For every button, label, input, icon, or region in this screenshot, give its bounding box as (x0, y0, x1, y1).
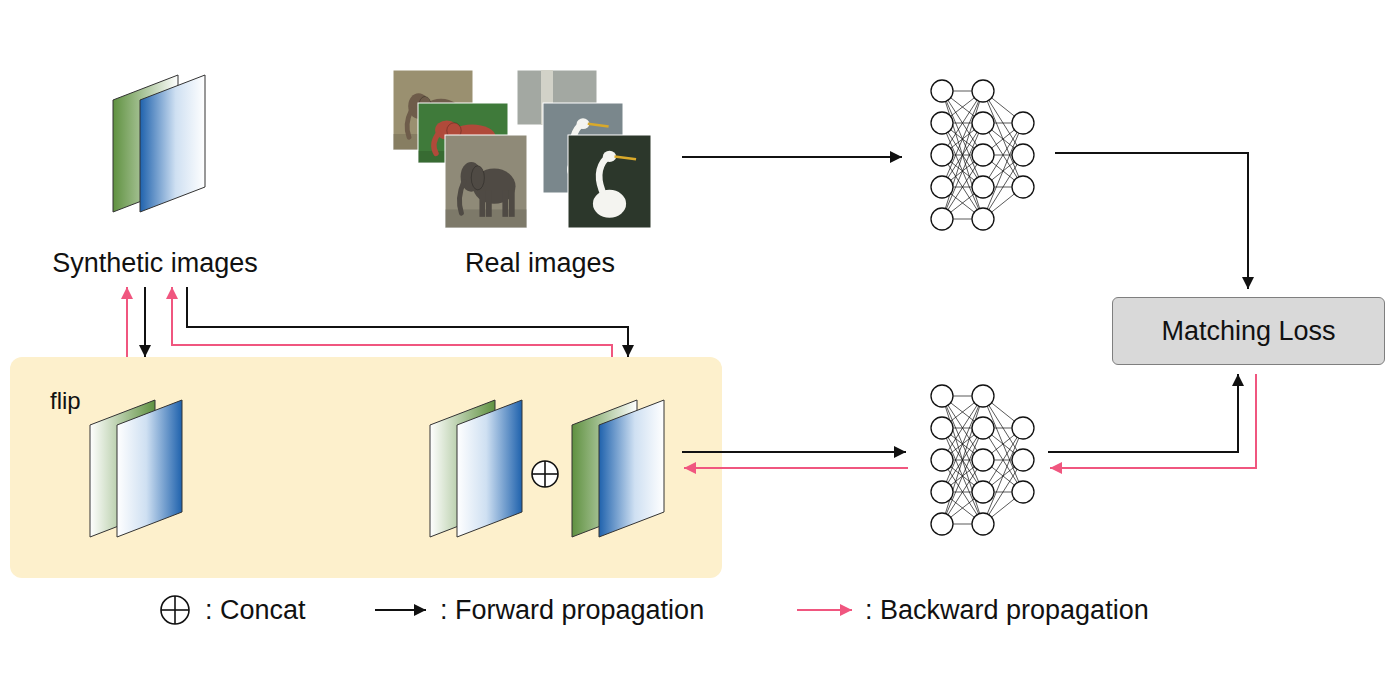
network-link (942, 123, 983, 219)
network-neuron (972, 144, 994, 166)
synthetic-image-pair (430, 400, 522, 537)
image-panel (457, 400, 522, 537)
flip-panel: flip (10, 357, 722, 578)
concat-symbol (532, 461, 558, 487)
network-neuron (931, 112, 953, 134)
forward-arrow (1048, 374, 1238, 452)
flip-panel-fill (10, 357, 722, 578)
concat-symbol (161, 596, 189, 624)
network-link (983, 123, 1023, 219)
network-neuron (972, 176, 994, 198)
concat-bar (544, 461, 546, 487)
synthetic-image-pair (572, 400, 664, 537)
network-link (942, 123, 983, 219)
network-neuron (972, 80, 994, 102)
network-neuron (931, 385, 953, 407)
network-link (942, 396, 983, 492)
backward-arrow (684, 467, 908, 469)
image-panel (140, 75, 205, 212)
node-label: Real images (465, 247, 616, 279)
elephant-leg (509, 191, 515, 217)
bird-neck (599, 158, 606, 196)
network-link (942, 91, 983, 187)
network-link (942, 91, 983, 187)
image-group-node: Real images (455, 60, 626, 287)
concat-circle (532, 461, 558, 487)
network-link (942, 428, 983, 524)
network-neuron (1012, 144, 1034, 166)
forward-arrow (682, 451, 906, 453)
concat-bar (174, 596, 176, 624)
network-neuron (1012, 112, 1034, 134)
elephant-ear (471, 166, 484, 190)
network-neuron (931, 417, 953, 439)
network-neuron (972, 112, 994, 134)
network-neuron (972, 513, 994, 535)
node-label: Synthetic images (52, 247, 258, 279)
connector (126, 287, 128, 357)
image-group-node: Synthetic images (42, 60, 268, 287)
network-link (942, 428, 983, 524)
network-neuron (1012, 176, 1034, 198)
real-photo (568, 135, 651, 228)
network-neuron (931, 80, 953, 102)
network-neuron (1012, 481, 1034, 503)
connector (187, 287, 628, 357)
forward-arrow (1055, 153, 1248, 289)
photo-frame (445, 135, 527, 228)
backward-arrow-sample (797, 609, 852, 611)
elephant-leg (479, 191, 485, 217)
legend-label: : Concat (205, 594, 306, 626)
forward-arrow-sample (375, 609, 426, 611)
network-neuron (931, 144, 953, 166)
real-photo (445, 135, 527, 228)
network-link (983, 428, 1023, 524)
network-neuron (1012, 417, 1034, 439)
network-neuron (931, 449, 953, 471)
elephant-leg (502, 191, 508, 217)
bird-beak (614, 156, 636, 159)
synthetic-image-pair (113, 75, 205, 212)
elephant-trunk (459, 182, 463, 214)
connector (144, 287, 146, 357)
network-link (942, 396, 983, 492)
elephant-leg (486, 191, 492, 217)
network-neuron (972, 385, 994, 407)
panel-label: flip (50, 387, 81, 415)
forward-arrow (682, 156, 902, 158)
bird-head (577, 118, 590, 129)
real-photo-collage (393, 70, 651, 228)
neural-network (931, 80, 1034, 230)
network-neuron (931, 481, 953, 503)
elephant-trunk (434, 133, 439, 153)
network-neuron (972, 417, 994, 439)
network-neuron (972, 481, 994, 503)
photo-frame (568, 135, 651, 228)
neural-network (931, 385, 1034, 535)
image-panel (599, 400, 664, 537)
node-label: Matching Loss (1161, 315, 1335, 347)
image-panel (117, 400, 182, 537)
network-neuron (931, 513, 953, 535)
bird-body (593, 190, 626, 218)
network-link (983, 396, 1023, 492)
legend-label: : Backward propagation (865, 594, 1149, 626)
loss-box: Matching Loss (1112, 297, 1385, 365)
synthetic-image-pair (90, 400, 182, 537)
network-link (983, 91, 1023, 187)
bird-beak (588, 124, 609, 127)
network-neuron (972, 208, 994, 230)
network-neuron (1012, 449, 1034, 471)
elephant-trunk (407, 110, 411, 137)
bird-head (603, 151, 616, 162)
backward-arrow (1050, 374, 1256, 468)
connector (172, 287, 612, 357)
network-neuron (931, 176, 953, 198)
network-neuron (931, 208, 953, 230)
network-neuron (972, 449, 994, 471)
legend-label: : Forward propagation (440, 594, 704, 626)
concat-circle (161, 596, 189, 624)
